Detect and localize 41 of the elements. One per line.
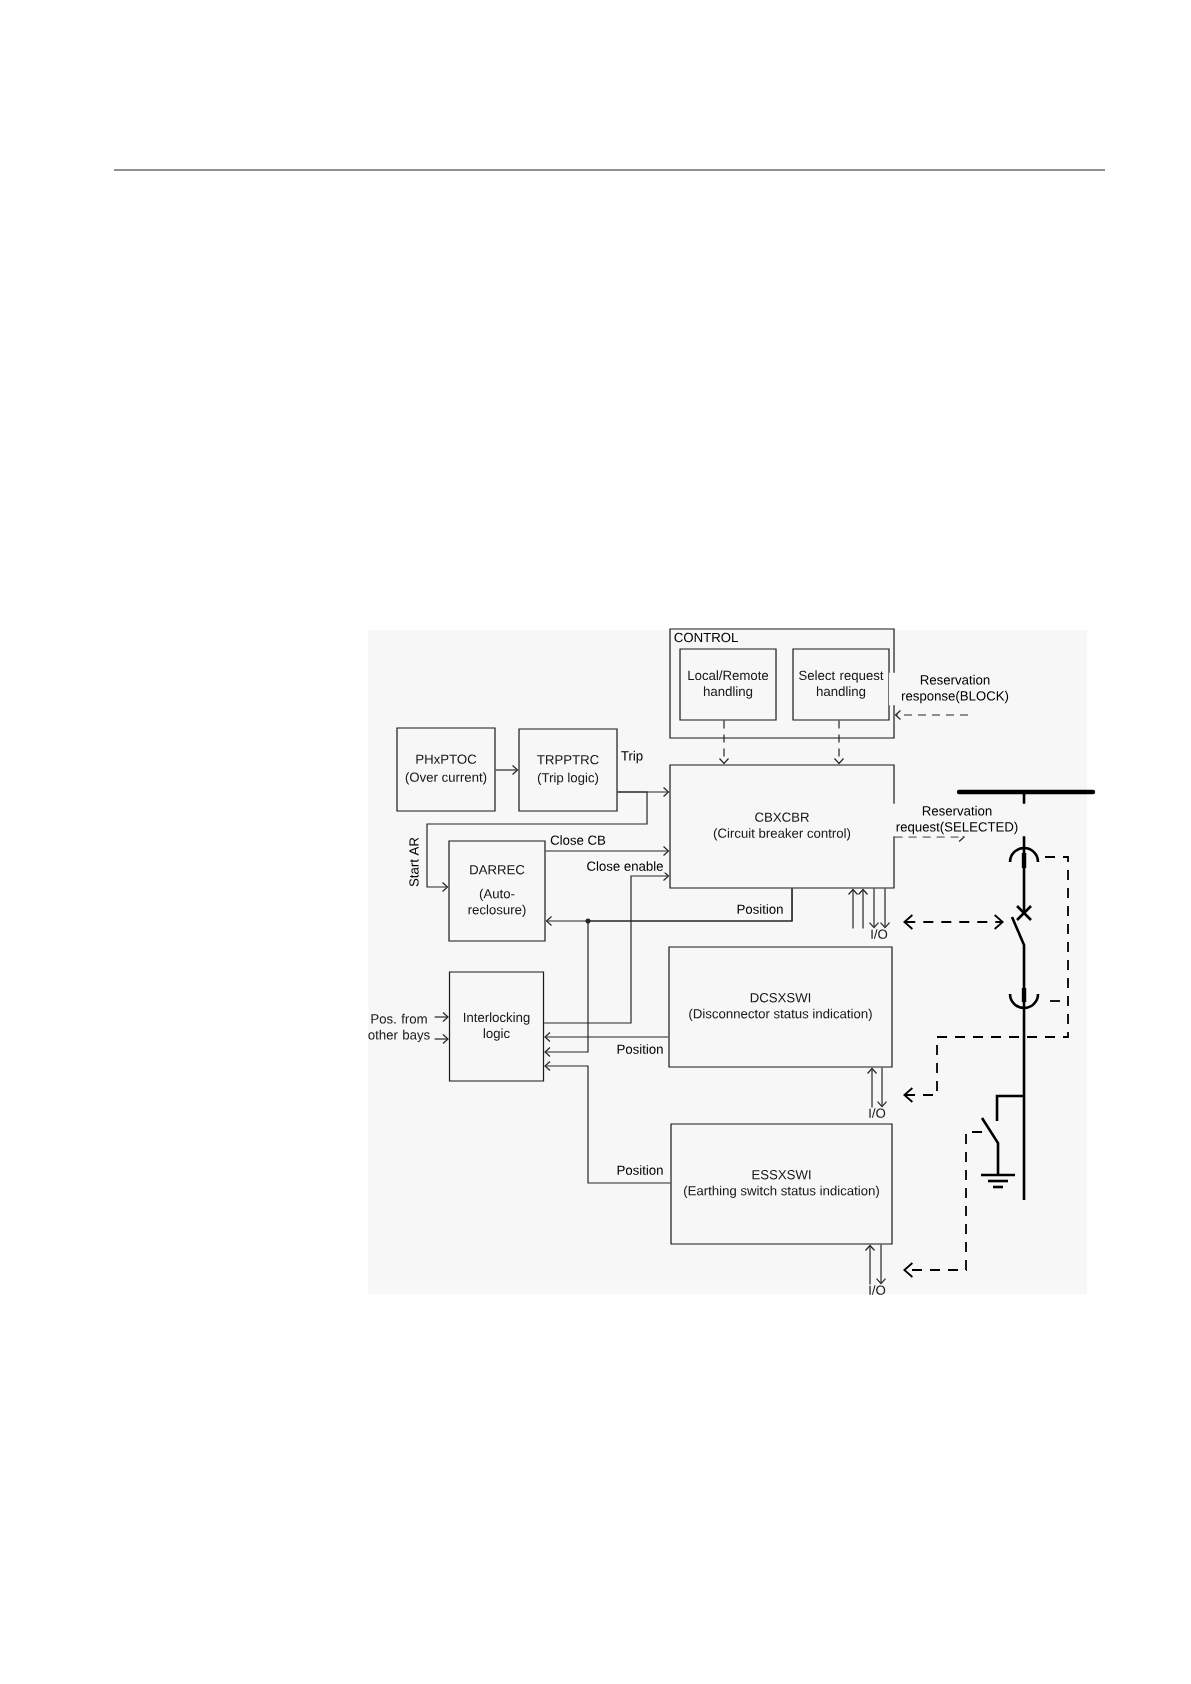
arrow: [434, 1011, 449, 1023]
arrow: [544, 1031, 669, 1043]
arrow: [857, 888, 869, 930]
arrow: [434, 1033, 449, 1045]
block-box: Local/Remote handling: [679, 648, 777, 721]
edge-label: Start AR: [407, 835, 421, 889]
io-label: I/O: [869, 1108, 886, 1118]
arrow: [847, 888, 859, 930]
arrow: [426, 791, 648, 893]
block-box: ESSXSWI (Earthing switch status indication): [670, 1123, 893, 1245]
block-box: DARREC (Auto- reclosure): [448, 840, 546, 942]
arrow: [495, 764, 519, 776]
block-box: Select request handling: [792, 648, 890, 721]
arrow: [864, 1244, 876, 1286]
block-box: CBXCBR (Circuit breaker control): [669, 764, 895, 889]
arrow: [718, 720, 730, 765]
edge-label: Position: [614, 1163, 666, 1177]
edge-label: Position: [734, 902, 786, 916]
arrow: [894, 709, 969, 721]
io-label: I/O: [871, 929, 888, 939]
arrow: [868, 888, 880, 929]
arrow: [544, 888, 793, 1058]
edge-label: Close CB: [548, 833, 608, 847]
arrow: [876, 1067, 888, 1108]
edge-label: Position: [614, 1042, 666, 1056]
input-text: Pos. from other bays: [368, 1013, 430, 1043]
arrow: [544, 1060, 671, 1184]
block-box: TRPPTRC (Trip logic): [518, 728, 618, 812]
block-box: Interlocking logic: [448, 971, 545, 1082]
edge-label: Close enable: [584, 859, 666, 873]
arrow: [545, 845, 670, 857]
arrow: [875, 1244, 887, 1285]
edge-label: Reservation response(BLOCK): [889, 672, 1021, 706]
edge-label: Reservation request(SELECTED): [888, 803, 1026, 837]
arrow: [833, 720, 845, 765]
block-box: DCSXSWI (Disconnector status indication): [668, 946, 893, 1068]
block-box: PHxPTOC (Over current): [396, 727, 496, 812]
io-label: I/O: [869, 1285, 886, 1295]
arrow: [866, 1067, 878, 1109]
arrow: [543, 870, 670, 1024]
arrow: [879, 888, 891, 929]
